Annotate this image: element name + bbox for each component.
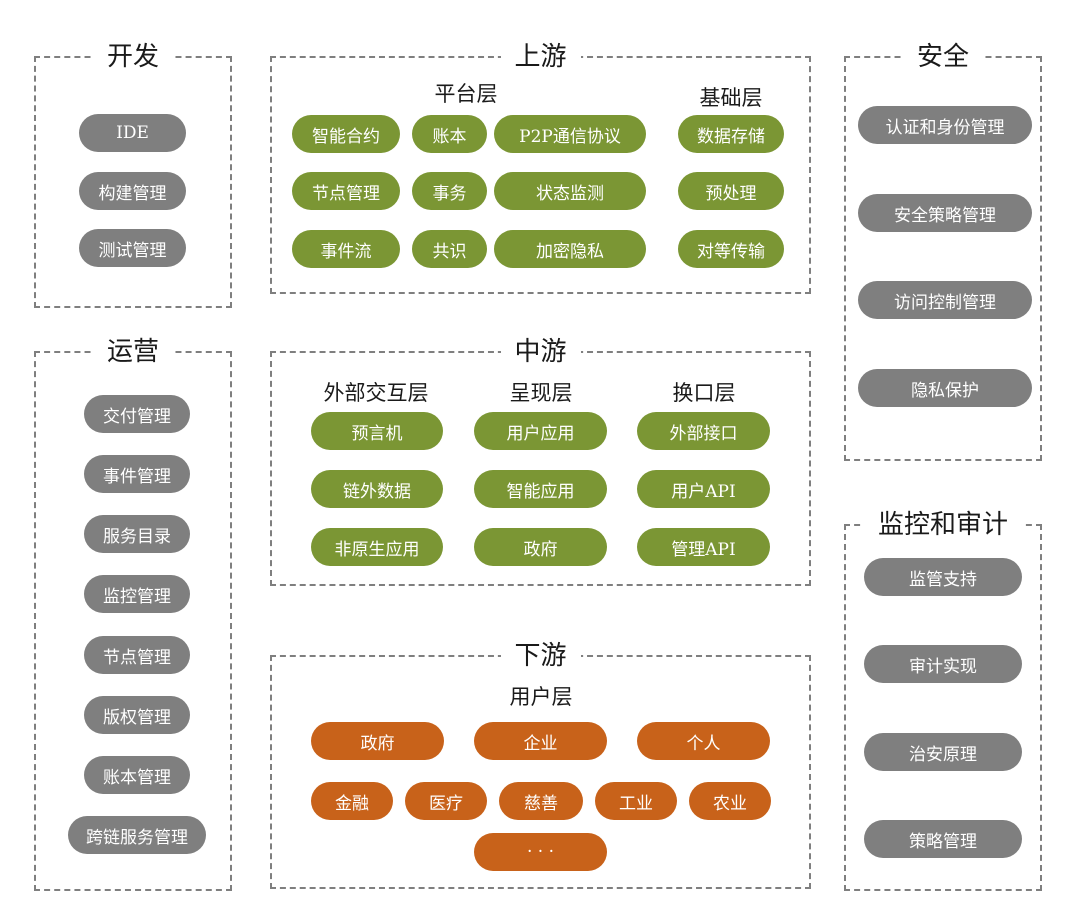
downstream-box: 下游 bbox=[270, 639, 811, 889]
mid-item-smart-app: 智能应用 bbox=[474, 470, 607, 508]
upstream-item-data-storage: 数据存储 bbox=[678, 115, 784, 153]
ops-box: 运营 bbox=[34, 335, 232, 891]
upstream-box: 上游 bbox=[270, 40, 811, 294]
dev-title: 开发 bbox=[92, 40, 174, 74]
upstream-item-ledger: 账本 bbox=[412, 115, 487, 153]
ops-item-delivery: 交付管理 bbox=[84, 395, 190, 433]
sec-item-policy: 安全策略管理 bbox=[858, 194, 1032, 232]
mid-item-admin-api: 管理API bbox=[637, 528, 770, 566]
upstream-item-status-monitor: 状态监测 bbox=[494, 172, 646, 210]
mid-item-government: 政府 bbox=[474, 528, 607, 566]
audit-item-governance: 治安原理 bbox=[864, 733, 1022, 771]
mid-item-offchain-data: 链外数据 bbox=[311, 470, 443, 508]
upstream-item-encryption: 加密隐私 bbox=[494, 230, 646, 268]
down-item-finance: 金融 bbox=[311, 782, 393, 820]
ops-item-ledger: 账本管理 bbox=[84, 756, 190, 794]
security-title: 安全 bbox=[902, 40, 984, 74]
ops-item-node: 节点管理 bbox=[84, 636, 190, 674]
mid-item-oracle: 预言机 bbox=[311, 412, 443, 450]
mid-item-user-api: 用户API bbox=[637, 470, 770, 508]
ops-item-copyright: 版权管理 bbox=[84, 696, 190, 734]
mid-item-external-interface: 外部接口 bbox=[637, 412, 770, 450]
upstream-item-transaction: 事务 bbox=[412, 172, 487, 210]
present-layer-label: 呈现层 bbox=[509, 381, 573, 405]
dev-item-test: 测试管理 bbox=[79, 229, 186, 267]
interface-layer-label: 换口层 bbox=[672, 381, 736, 405]
dev-box: 开发 bbox=[34, 40, 232, 308]
upstream-item-smart-contract: 智能合约 bbox=[292, 115, 400, 153]
upstream-item-node-mgmt: 节点管理 bbox=[292, 172, 400, 210]
down-item-charity: 慈善 bbox=[499, 782, 583, 820]
base-layer-label: 基础层 bbox=[699, 86, 763, 110]
ops-item-catalog: 服务目录 bbox=[84, 515, 190, 553]
down-item-individual: 个人 bbox=[637, 722, 770, 760]
sec-item-access: 访问控制管理 bbox=[858, 281, 1032, 319]
ops-item-event: 事件管理 bbox=[84, 455, 190, 493]
upstream-item-consensus: 共识 bbox=[412, 230, 487, 268]
upstream-item-preprocess: 预处理 bbox=[678, 172, 784, 210]
platform-layer-label: 平台层 bbox=[434, 82, 498, 106]
audit-item-policy-mgmt: 策略管理 bbox=[864, 820, 1022, 858]
ops-item-monitor: 监控管理 bbox=[84, 575, 190, 613]
midstream-title: 中游 bbox=[500, 335, 581, 369]
down-item-medical: 医疗 bbox=[405, 782, 487, 820]
down-item-agriculture: 农业 bbox=[689, 782, 771, 820]
midstream-box: 中游 bbox=[270, 335, 811, 586]
down-item-more: · · · bbox=[474, 833, 607, 871]
audit-item-audit-impl: 审计实现 bbox=[864, 645, 1022, 683]
external-layer-label: 外部交互层 bbox=[323, 381, 429, 405]
audit-title: 监控和审计 bbox=[863, 508, 1023, 542]
ops-item-crosschain: 跨链服务管理 bbox=[68, 816, 206, 854]
down-item-government: 政府 bbox=[311, 722, 444, 760]
down-item-industry: 工业 bbox=[595, 782, 677, 820]
mid-item-nonnative-app: 非原生应用 bbox=[311, 528, 443, 566]
dev-item-ide: IDE bbox=[79, 114, 186, 152]
down-item-enterprise: 企业 bbox=[474, 722, 607, 760]
security-box: 安全 bbox=[844, 40, 1042, 461]
ops-title: 运营 bbox=[92, 335, 174, 369]
audit-item-regulation: 监管支持 bbox=[864, 558, 1022, 596]
dev-item-build: 构建管理 bbox=[79, 172, 186, 210]
user-layer-label: 用户层 bbox=[509, 685, 573, 709]
audit-box: 监控和审计 bbox=[844, 508, 1042, 891]
mid-item-user-app: 用户应用 bbox=[474, 412, 607, 450]
upstream-item-event-stream: 事件流 bbox=[292, 230, 400, 268]
upstream-item-p2p-transfer: 对等传输 bbox=[678, 230, 784, 268]
upstream-title: 上游 bbox=[500, 40, 581, 74]
downstream-title: 下游 bbox=[500, 639, 581, 673]
sec-item-auth: 认证和身份管理 bbox=[858, 106, 1032, 144]
sec-item-privacy: 隐私保护 bbox=[858, 369, 1032, 407]
upstream-item-p2p: P2P通信协议 bbox=[494, 115, 646, 153]
